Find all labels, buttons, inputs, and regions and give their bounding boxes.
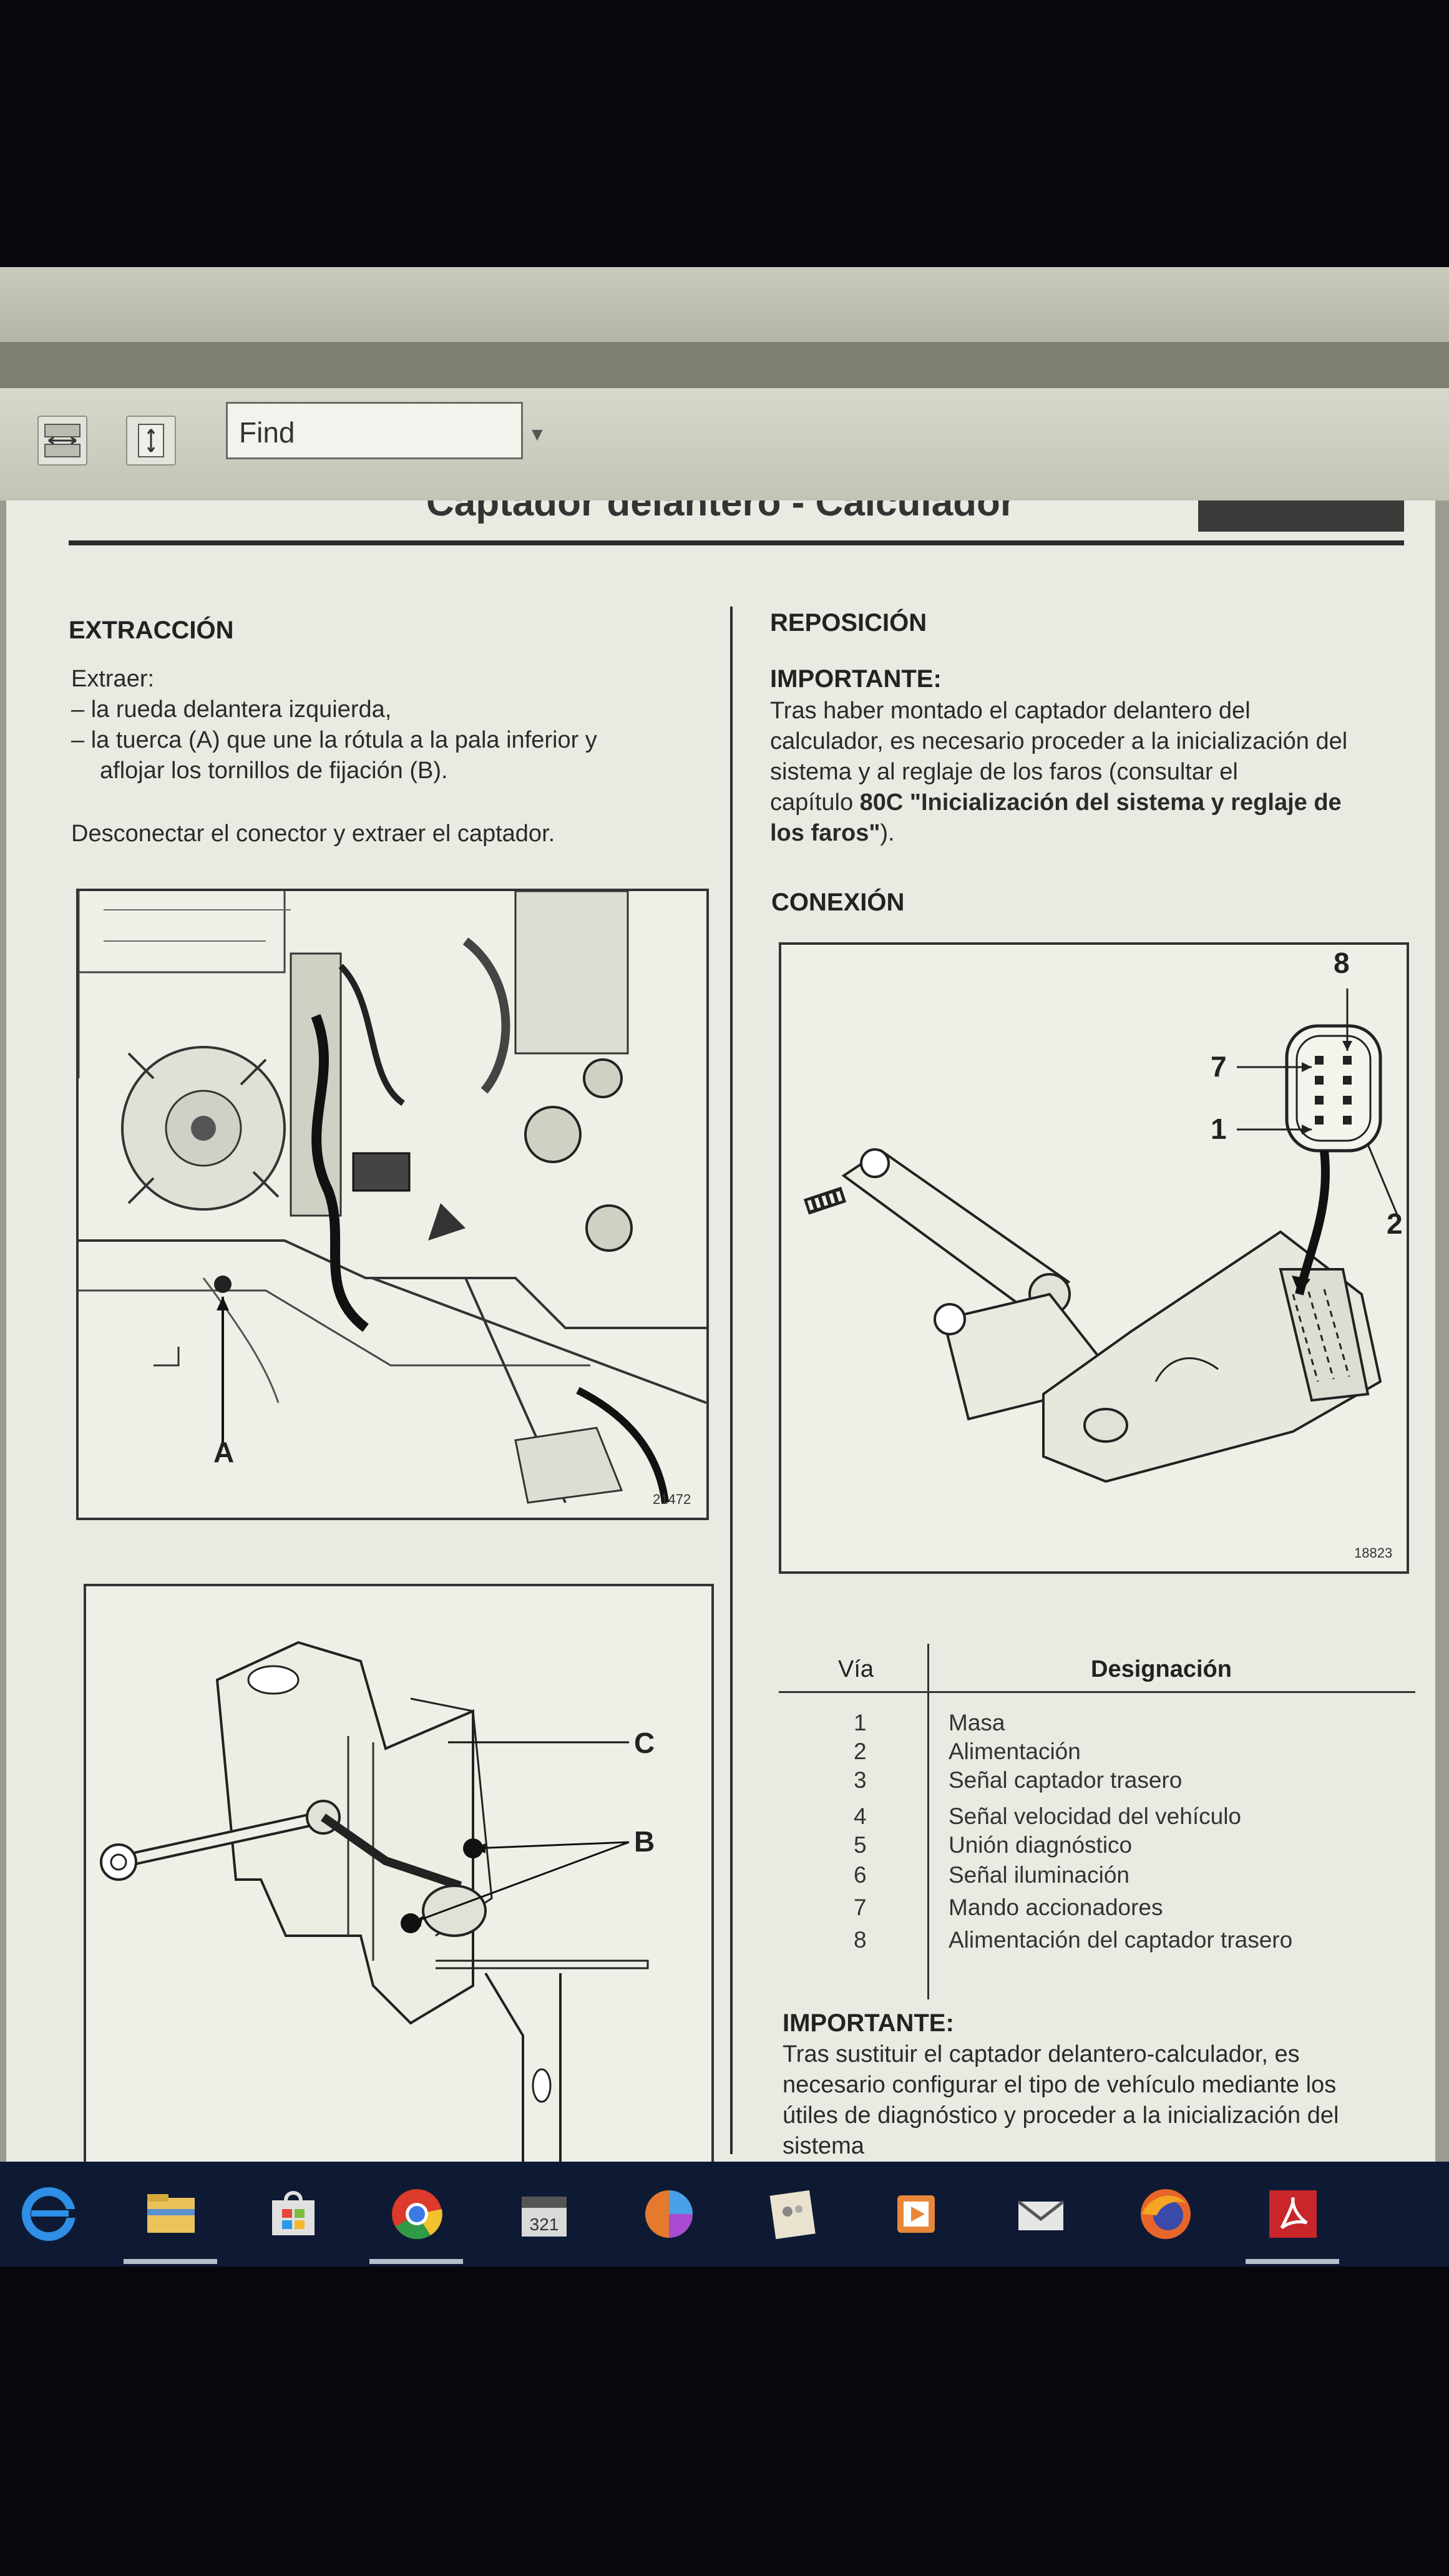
table-row-via: 5 <box>854 1832 867 1858</box>
figure-3-number: 18823 <box>1354 1545 1393 1561</box>
table-row-via: 3 <box>854 1767 867 1793</box>
table-row-designacion: Mando accionadores <box>949 1895 1163 1920</box>
table-row-via: 1 <box>854 1710 867 1735</box>
store-icon[interactable] <box>263 2184 323 2244</box>
find-dropdown-icon[interactable]: ▼ <box>528 424 547 445</box>
table-row-designacion: Señal velocidad del vehículo <box>949 1803 1241 1829</box>
title-rule <box>69 540 1404 545</box>
acrobat-active-indicator <box>1246 2259 1339 2264</box>
table-row-via: 8 <box>854 1927 867 1953</box>
engine-illustration <box>79 891 706 1518</box>
reposicion-line-5-end: ). <box>880 820 895 846</box>
figure-sensor-bracket: C B <box>84 1584 714 2162</box>
callout-c: C <box>634 1727 655 1759</box>
conexion-heading: CONEXIÓN <box>771 889 905 916</box>
fit-page-icon <box>138 424 164 457</box>
reposicion-chapter-ref: 80C "Inicialización del sistema y reglaj… <box>859 789 1342 816</box>
extraccion-instruction: Desconectar el conector y extraer el cap… <box>71 821 555 847</box>
pin-7-label: 7 <box>1211 1050 1227 1083</box>
reposicion-line-3: sistema y al reglaje de los faros (consu… <box>770 759 1238 785</box>
table-row-designacion: Señal iluminación <box>949 1862 1130 1888</box>
title-dark-box <box>1198 500 1404 532</box>
table-row-via: 7 <box>854 1895 867 1920</box>
important-2-line-4: sistema <box>783 2133 864 2159</box>
table-row-designacion: Masa <box>949 1710 1005 1735</box>
reposicion-heading: REPOSICIÓN <box>770 609 927 637</box>
photos-icon[interactable] <box>639 2184 699 2244</box>
table-row-designacion: Alimentación <box>949 1739 1081 1764</box>
important-2-line-1: Tras sustituir el captador delantero-cal… <box>783 2041 1300 2067</box>
reposicion-important: IMPORTANTE: <box>770 665 942 693</box>
pdf-toolbar: Find ▼ <box>0 388 1449 502</box>
window-top-chrome <box>0 267 1449 342</box>
mail-icon[interactable] <box>1011 2184 1071 2244</box>
extraccion-item-1: – la rueda delantera izquierda, <box>71 696 392 723</box>
sticky-icon[interactable] <box>763 2184 822 2244</box>
extraccion-item-2-cont: aflojar los tornillos de fijación (B). <box>100 758 448 784</box>
table-row-via: 6 <box>854 1862 867 1888</box>
table-header-designacion: Designación <box>1091 1656 1232 1682</box>
svg-text:321: 321 <box>530 2215 559 2234</box>
window-menu-bar <box>0 342 1449 388</box>
callout-a: A <box>213 1436 235 1468</box>
reposicion-line-5: los faros"). <box>770 818 895 849</box>
fit-width-button[interactable] <box>37 416 87 466</box>
reposicion-line-4: capítulo 80C "Inicialización del sistema… <box>770 788 1342 818</box>
important-2-heading: IMPORTANTE: <box>783 2009 954 2037</box>
table-header-via: Vía <box>838 1656 874 1682</box>
table-header-rule <box>779 1691 1415 1693</box>
extraccion-item-2: – la tuerca (A) que une la rótula a la p… <box>71 727 597 753</box>
column-divider <box>730 607 733 2154</box>
acrobat-icon[interactable] <box>1263 2184 1323 2244</box>
important-2-line-2: necesario configurar el tipo de vehículo… <box>783 2072 1337 2098</box>
extraccion-heading: EXTRACCIÓN <box>69 617 234 644</box>
taskbar: 321 <box>0 2162 1449 2266</box>
find-input[interactable]: Find <box>226 402 523 459</box>
extraccion-intro: Extraer: <box>71 666 155 692</box>
reposicion-line-2: calculador, es necesario proceder a la i… <box>770 728 1348 754</box>
file-explorer-icon[interactable] <box>141 2184 201 2244</box>
figure-engine-photo: A 21472 <box>76 889 709 1520</box>
document-viewport[interactable]: Captador delantero - Calculador EXTRACCI… <box>0 500 1449 2162</box>
reposicion-line-1: Tras haber montado el captador delantero… <box>770 698 1251 724</box>
reposicion-chapter-ref-cont: los faros" <box>770 820 881 846</box>
table-row-via: 2 <box>854 1739 867 1764</box>
firefox-icon[interactable] <box>1136 2184 1196 2244</box>
fit-width-icon <box>44 424 80 457</box>
media-icon[interactable] <box>886 2184 946 2244</box>
sensor-bracket-illustration <box>86 1586 711 2162</box>
figure-connector: 8 7 1 2 18823 <box>779 942 1409 1574</box>
fit-page-button[interactable] <box>126 416 176 466</box>
pin-8-label: 8 <box>1334 947 1350 979</box>
page-title: Captador delantero - Calculador <box>426 500 1015 524</box>
table-row-designacion: Alimentación del captador trasero <box>949 1927 1293 1953</box>
monitor-screen: Find ▼ Captador delantero - Calculador E… <box>0 267 1449 2266</box>
table-row-designacion: Unión diagnóstico <box>949 1832 1133 1858</box>
connector-illustration <box>781 945 1407 1571</box>
calendar-icon[interactable]: 321 <box>514 2184 574 2244</box>
table-row-designacion: Señal captador trasero <box>949 1767 1183 1793</box>
chrome-active-indicator <box>369 2259 463 2264</box>
edge-icon[interactable] <box>19 2184 79 2244</box>
pin-2-label: 2 <box>1387 1208 1403 1240</box>
callout-b: B <box>634 1825 655 1858</box>
pdf-page: Captador delantero - Calculador EXTRACCI… <box>6 500 1435 2162</box>
file-explorer-active-indicator <box>124 2259 217 2264</box>
table-vertical-rule <box>927 1644 929 1999</box>
reposicion-line-4-start: capítulo <box>770 789 860 816</box>
chrome-icon[interactable] <box>387 2184 447 2244</box>
table-row-via: 4 <box>854 1803 867 1829</box>
important-2-line-3: útiles de diagnóstico y proceder a la in… <box>783 2102 1339 2129</box>
pin-1-label: 1 <box>1211 1113 1227 1145</box>
figure-1-number: 21472 <box>653 1491 691 1507</box>
